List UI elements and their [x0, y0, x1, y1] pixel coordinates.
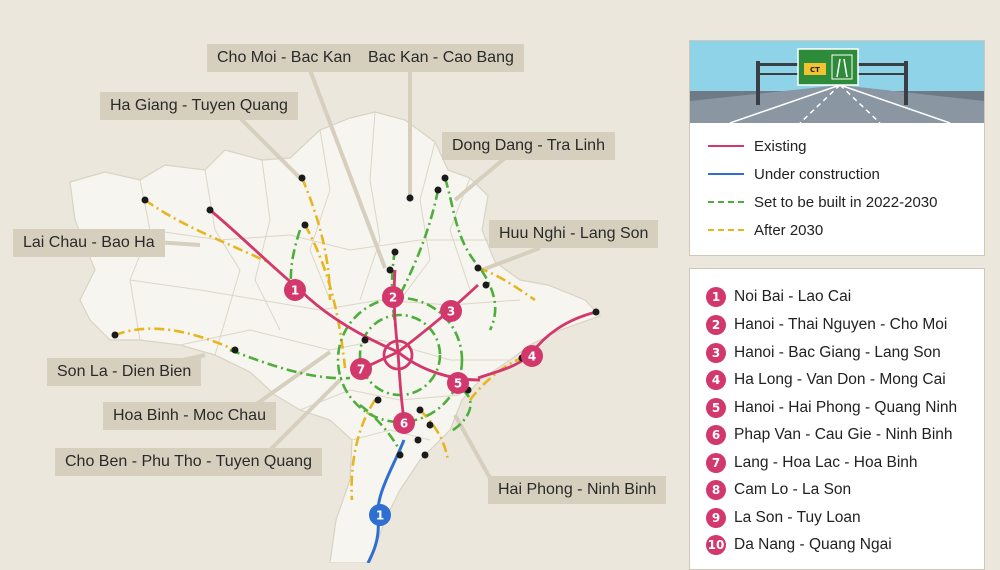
route-name: Lang - Hoa Lac - Hoa Binh — [734, 454, 918, 471]
route-number: 10 — [706, 535, 726, 555]
badge-number: 4 — [528, 350, 536, 364]
badge-number: 3 — [447, 305, 455, 319]
route-badge-5: 5 — [447, 372, 469, 394]
route-name: Cam Lo - La Son — [734, 481, 852, 498]
map-label-ha-giang-tuyen-quang: Ha Giang - Tuyen Quang — [100, 92, 298, 120]
route-badges: 1 2 3 4 5 6 7 1 — [284, 279, 543, 526]
land-area — [69, 111, 602, 563]
legend-card: CT Existing Under construction Set to be… — [689, 40, 985, 256]
map-label-cho-ben-phu-tho-tuyen-quang: Cho Ben - Phu Tho - Tuyen Quang — [55, 448, 322, 476]
legend-label: After 2030 — [754, 221, 824, 239]
endpoint-dots — [111, 174, 600, 459]
route-name: Hanoi - Hai Phong - Quang Ninh — [734, 399, 958, 416]
map-label-cho-moi-bac-kan: Cho Moi - Bac Kan — [207, 44, 362, 72]
legend-existing: Existing — [708, 135, 807, 157]
route-number: 4 — [706, 370, 726, 390]
legend-label: Set to be built in 2022-2030 — [754, 193, 938, 211]
route-number: 1 — [706, 287, 726, 307]
badge-number: 6 — [400, 417, 408, 431]
route-badge-3: 3 — [440, 300, 462, 322]
route-name: Ha Long - Van Don - Mong Cai — [734, 371, 946, 388]
map-label-hoa-binh-moc-chau: Hoa Binh - Moc Chau — [103, 402, 276, 430]
legend-planned: Set to be built in 2022-2030 — [708, 191, 937, 213]
province-boundaries — [129, 111, 521, 441]
route-badge-2: 2 — [382, 286, 404, 308]
route-badge-6: 6 — [393, 412, 415, 434]
route-number: 5 — [706, 398, 726, 418]
route-number: 8 — [706, 480, 726, 500]
route-item-5: 5 Hanoi - Hai Phong - Quang Ninh — [706, 397, 957, 419]
route-badge-1: 1 — [284, 279, 306, 301]
map-label-bac-kan-cao-bang: Bac Kan - Cao Bang — [358, 44, 524, 72]
legend-swatch — [708, 201, 744, 203]
legend-swatch — [708, 145, 744, 147]
route-item-3: 3 Hanoi - Bac Giang - Lang Son — [706, 342, 941, 364]
route-name: Hanoi - Bac Giang - Lang Son — [734, 344, 941, 361]
routes-planned — [229, 177, 497, 456]
route-badge-4: 4 — [521, 345, 543, 367]
route-number: 3 — [706, 343, 726, 363]
sign-text: CT — [810, 66, 820, 74]
route-number: 7 — [706, 453, 726, 473]
route-number: 2 — [706, 315, 726, 335]
route-item-9: 9 La Son - Tuy Loan — [706, 507, 861, 529]
map-label-hai-phong-ninh-binh: Hai Phong - Ninh Binh — [488, 476, 667, 504]
legend-under-construction: Under construction — [708, 163, 880, 185]
map-label-son-la-dien-bien: Son La - Dien Bien — [47, 358, 202, 386]
badge-number: 7 — [357, 363, 365, 377]
route-badge-south-1: 1 — [369, 504, 391, 526]
route-item-7: 7 Lang - Hoa Lac - Hoa Binh — [706, 452, 918, 474]
badge-number: 2 — [389, 291, 397, 305]
route-name: Noi Bai - Lao Cai — [734, 288, 852, 305]
route-name: Hanoi - Thai Nguyen - Cho Moi — [734, 316, 948, 333]
route-name: Da Nang - Quang Ngai — [734, 536, 892, 553]
badge-number: 1 — [376, 509, 384, 523]
route-item-2: 2 Hanoi - Thai Nguyen - Cho Moi — [706, 314, 947, 336]
map-label-huu-nghi-lang-son: Huu Nghi - Lang Son — [489, 220, 659, 248]
route-item-1: 1 Noi Bai - Lao Cai — [706, 286, 851, 308]
route-item-4: 4 Ha Long - Van Don - Mong Cai — [706, 369, 946, 391]
route-item-8: 8 Cam Lo - La Son — [706, 479, 851, 501]
legend-after-2030: After 2030 — [708, 219, 823, 241]
badge-number: 5 — [454, 377, 462, 391]
route-number: 6 — [706, 425, 726, 445]
badge-number: 1 — [291, 284, 299, 298]
legend-swatch — [708, 173, 744, 175]
legend-label: Under construction — [754, 165, 880, 183]
route-item-10: 10 Da Nang - Quang Ngai — [706, 534, 892, 556]
route-badge-7: 7 — [350, 358, 372, 380]
map-label-dong-dang-tra-linh: Dong Dang - Tra Linh — [442, 132, 615, 160]
route-item-6: 6 Phap Van - Cau Gie - Ninh Binh — [706, 424, 953, 446]
routes-after-2030 — [114, 177, 536, 501]
route-name: Phap Van - Cau Gie - Ninh Binh — [734, 426, 953, 443]
routes-list-card: 1 Noi Bai - Lao Cai 2 Hanoi - Thai Nguyen … — [689, 268, 985, 570]
highway-illustration: CT — [690, 41, 984, 123]
legend-label: Existing — [754, 137, 807, 155]
route-name: La Son - Tuy Loan — [734, 509, 861, 526]
legend-swatch — [708, 229, 744, 231]
route-number: 9 — [706, 508, 726, 528]
map-label-lai-chau-bao-ha: Lai Chau - Bao Ha — [13, 229, 165, 257]
